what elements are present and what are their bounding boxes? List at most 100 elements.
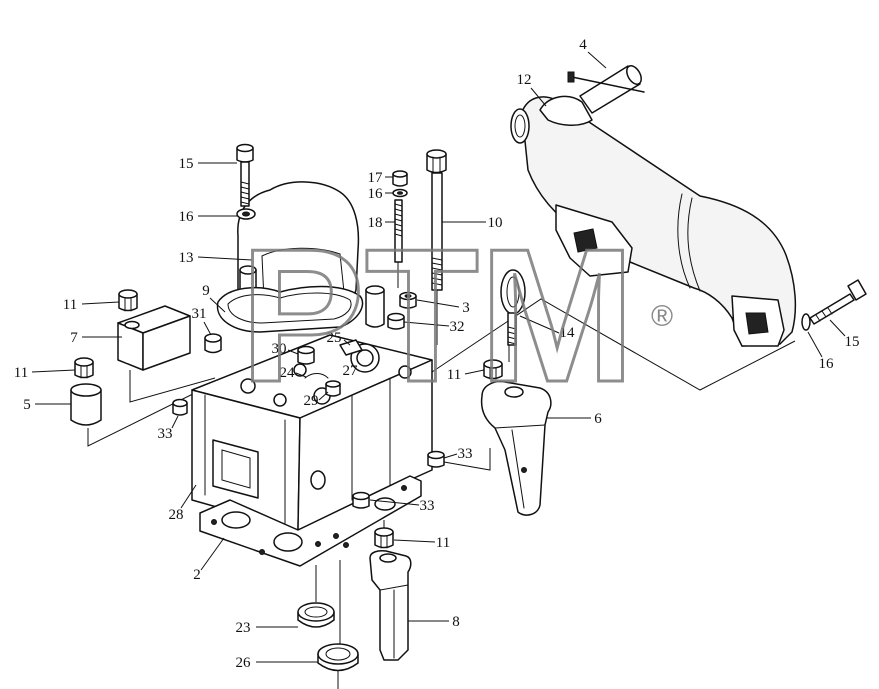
nut-17-top: [392, 170, 408, 178]
manifold-flange-port: [573, 228, 598, 253]
washer-16-center: [392, 188, 408, 198]
washer-16-center-hole: [397, 191, 403, 195]
manifold-band: [677, 193, 691, 289]
callout-17: 17: [368, 170, 384, 186]
leader-line-29: [318, 391, 329, 401]
ring-26-bore: [325, 647, 351, 661]
gasket-bore: [374, 497, 396, 511]
ring-23-bore: [304, 606, 328, 618]
head-top-hole: [273, 393, 287, 407]
exhaust-manifold: [510, 95, 797, 347]
leader-line-33-left: [171, 415, 179, 429]
cover-gasket-outer: [216, 285, 364, 333]
bushing-33-right-top: [427, 450, 445, 460]
callout-29: 29: [304, 393, 319, 409]
callout-14: 14: [560, 325, 576, 341]
gasket-bore: [273, 532, 303, 552]
gasket-hole: [259, 549, 265, 555]
callout-33-center: 33: [420, 498, 435, 514]
rocker-stud: [365, 285, 385, 328]
assembly-line: [431, 298, 796, 391]
bolt-15-left-head-top: [236, 143, 254, 153]
pipe-4-screw: [571, 76, 645, 93]
pad-25: [339, 339, 363, 356]
bushing-33-left-top: [172, 398, 188, 408]
support-6: [480, 380, 552, 516]
leader-line-11-top-left: [81, 301, 120, 305]
bolt-15-right-head: [847, 279, 867, 301]
callout-13: 13: [179, 250, 194, 266]
leader-line-11-left: [31, 369, 76, 373]
manifold-inlet-bore: [514, 114, 526, 138]
leader-line-11-right: [464, 369, 485, 375]
cylinder-head-side-face: [297, 359, 433, 531]
cover-gasket-inner: [227, 292, 352, 324]
callout-11-top-left: 11: [63, 297, 77, 313]
bushing-31: [204, 333, 222, 354]
callout-labels: 4 12 15 17 16 16 18 10 13 9 11 3 31 7 25…: [14, 37, 860, 671]
leader-line-30: [287, 349, 299, 355]
bolt-10-head-top: [426, 149, 447, 159]
leader-line-25: [343, 339, 351, 346]
callout-33-right: 33: [458, 446, 473, 462]
nut-11-right: [483, 359, 503, 380]
nut-32: [387, 312, 405, 330]
bolt-15-right-thread: [815, 307, 833, 322]
bolt-15-right-shank: [809, 293, 855, 325]
nut-11-top-left: [118, 289, 138, 312]
pipe-4: [567, 65, 645, 114]
leader-lines: [31, 51, 846, 663]
bolt-10-thread: [431, 257, 443, 286]
support-block-side: [142, 315, 191, 371]
leader-line-24: [295, 372, 307, 378]
stud-18-thread: [394, 203, 403, 237]
washer-16-right: [801, 313, 811, 331]
cup-5: [70, 383, 102, 426]
callout-3: 3: [462, 300, 470, 316]
support-6-body: [480, 380, 552, 516]
manifold-band: [687, 197, 701, 292]
bushing-33-right: [427, 450, 445, 468]
nut-11-top: [118, 289, 138, 299]
bolt-10-shank: [431, 172, 443, 291]
cup-5-top: [70, 383, 102, 397]
bolt-15-left: [236, 143, 254, 207]
pipe-4-screw-head: [567, 71, 575, 83]
rocker-stud-body: [365, 289, 385, 328]
nut-17: [392, 170, 408, 187]
ring-23-top: [297, 602, 335, 622]
eye-bolt-14: [500, 269, 526, 346]
callout-31: 31: [192, 306, 207, 322]
gasket-hole: [333, 533, 339, 539]
leader-line-33-right: [443, 453, 458, 459]
callout-6: 6: [594, 411, 602, 427]
valve-seat-27-inner: [356, 349, 374, 367]
head-top-hole: [398, 365, 412, 379]
nut-11-left: [74, 357, 94, 379]
leader-line-31: [203, 321, 212, 336]
gasket-bore: [221, 511, 251, 529]
nut-11-bottom: [374, 527, 394, 549]
watermark-registered-mark: ®: [651, 300, 673, 333]
nut-32-top: [387, 312, 405, 322]
assembly-line: [443, 448, 491, 471]
washer-16-right-ring: [801, 313, 811, 331]
leader-line-4: [587, 51, 607, 69]
callout-12: 12: [517, 72, 532, 88]
assembly-line: [129, 370, 216, 403]
leader-line-32: [403, 321, 450, 327]
callout-11-left: 11: [14, 365, 28, 381]
callout-24: 24: [280, 365, 296, 381]
manifold-flange-end-port: [745, 312, 769, 335]
callout-30: 30: [272, 341, 287, 357]
leader-line-13: [197, 256, 253, 261]
leader-line-3: [416, 299, 460, 308]
callout-7: 7: [70, 330, 78, 346]
manifold-inlet: [510, 108, 530, 144]
plug-29-top: [325, 380, 341, 388]
washer-16-left: [236, 208, 256, 220]
ring-26-top: [317, 643, 359, 665]
support-block-7: [117, 305, 191, 371]
leader-line-12: [530, 87, 547, 107]
arrow-24: [304, 373, 329, 379]
